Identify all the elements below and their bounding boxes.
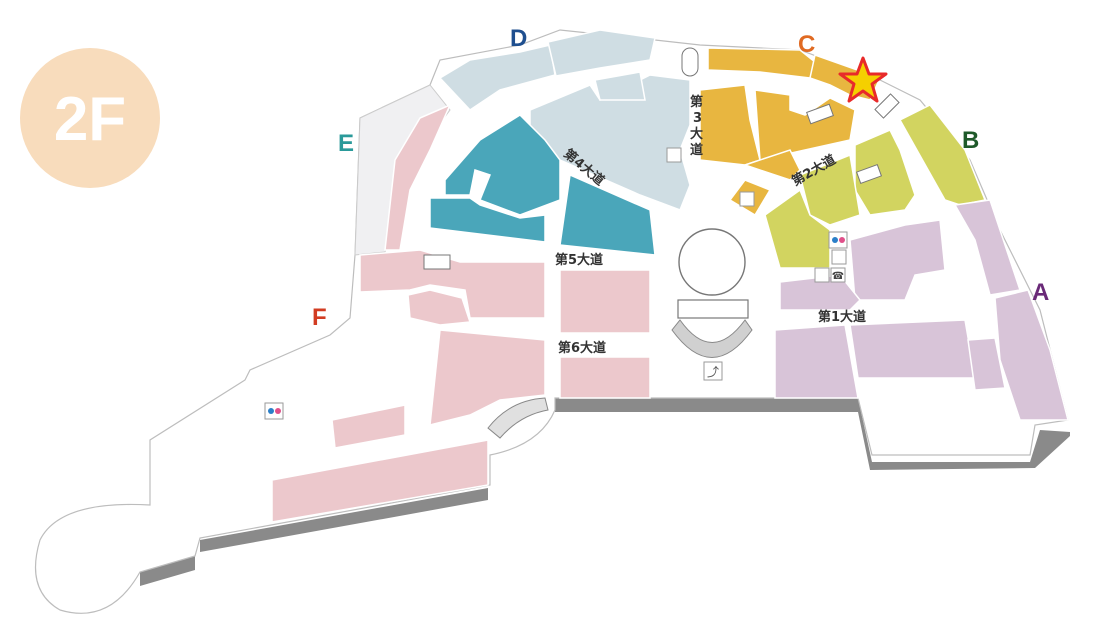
central-atrium: ⤴ xyxy=(671,228,753,381)
restroom-icon-male xyxy=(832,237,838,243)
zone-f-shop xyxy=(384,103,452,251)
avenue-1-label: 第1大道 xyxy=(818,309,866,325)
stairs-icon xyxy=(423,254,451,270)
escalator-glyph: ⤴ xyxy=(707,364,719,379)
zone-f xyxy=(271,103,651,523)
avenue-6-label: 第6大道 xyxy=(558,340,606,356)
avenue-3-label-2: 3 xyxy=(693,111,702,126)
zone-a xyxy=(774,199,1069,421)
zone-f-shop xyxy=(407,289,472,326)
restroom-icon-female xyxy=(275,408,281,414)
wall-shadow-south xyxy=(555,398,1070,470)
zone-f-shop xyxy=(559,269,651,334)
zone-d-shop xyxy=(594,71,646,101)
zone-e xyxy=(429,114,656,256)
zone-f-label: F xyxy=(312,304,327,331)
atrium-circle xyxy=(678,228,746,296)
restroom-icon-male xyxy=(268,408,274,414)
you-are-here-star xyxy=(838,56,888,103)
stairs-icon xyxy=(855,163,883,185)
zone-e-shop xyxy=(559,173,656,256)
zone-e-shop xyxy=(444,114,561,216)
stage-curve xyxy=(671,319,753,358)
floor-badge: 2F xyxy=(20,48,160,188)
wall-shadow-west xyxy=(200,488,488,552)
zone-f-shop xyxy=(271,439,489,523)
zone-c-label: C xyxy=(798,31,815,58)
zone-b xyxy=(764,104,987,269)
zone-d-shop xyxy=(547,29,656,77)
zone-b-shop xyxy=(764,188,831,269)
floor-badge-circle xyxy=(20,48,160,188)
zone-f-shop xyxy=(331,404,406,449)
window-marks xyxy=(423,47,900,270)
stairs-icon xyxy=(874,93,900,119)
zone-a-label: A xyxy=(1032,279,1049,306)
phone-glyph: ☎ xyxy=(832,271,844,282)
stairs-icon xyxy=(806,103,834,125)
zone-a-shop xyxy=(774,324,859,399)
zone-a-shop xyxy=(849,219,946,301)
zone-e-shop xyxy=(429,197,546,243)
stairs-icon xyxy=(681,47,699,77)
zone-letters: A B C D E F xyxy=(312,25,1049,331)
zone-a-shop xyxy=(953,199,1021,296)
zone-d-label: D xyxy=(510,25,527,52)
zone-b-shop xyxy=(799,153,861,226)
zone-c-shop xyxy=(742,149,801,181)
floor-label: 2F xyxy=(54,85,126,154)
zone-f-shop xyxy=(559,356,651,399)
facility-icons: ☎ xyxy=(264,147,848,420)
restroom-icon-female xyxy=(839,237,845,243)
elevator-icon xyxy=(814,267,830,283)
elevator-icon xyxy=(739,191,755,207)
zone-a-shop xyxy=(967,337,1006,391)
phone-icon xyxy=(830,267,846,283)
zone-d xyxy=(438,29,691,211)
elevator-icon xyxy=(666,147,682,163)
avenue-3-label-3: 大 xyxy=(690,126,703,142)
zone-f-shop xyxy=(429,329,546,426)
zone-b-shop xyxy=(854,129,916,216)
avenue-3-label-4: 道 xyxy=(690,142,703,158)
zone-a-shop xyxy=(779,274,862,311)
baby-care-icon xyxy=(831,249,847,265)
zone-e-label: E xyxy=(338,130,354,157)
avenue-3-label-1: 第 xyxy=(690,94,703,110)
stairs-icon xyxy=(487,397,549,439)
escalator-bay xyxy=(677,299,749,319)
zone-b-label: B xyxy=(962,127,979,154)
zone-a-shop xyxy=(849,319,976,379)
escalator-icon xyxy=(703,361,723,381)
wall-shadow-tip xyxy=(140,556,195,586)
avenue-5-label: 第5大道 xyxy=(555,252,603,268)
